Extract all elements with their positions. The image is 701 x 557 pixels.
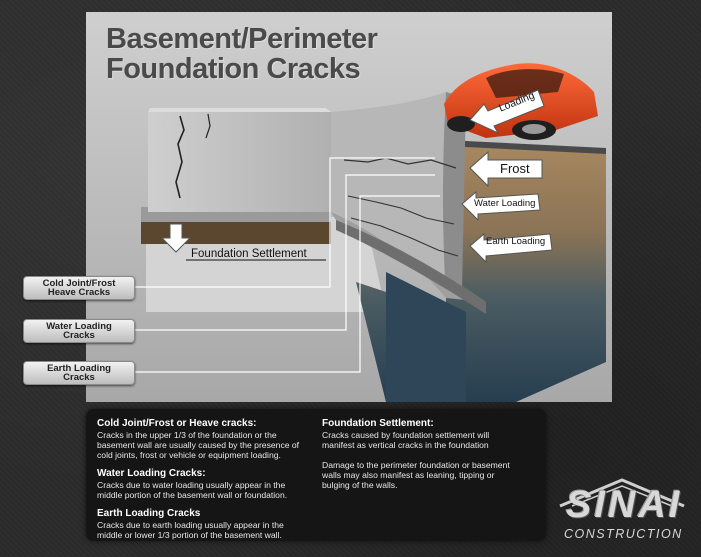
settlement-crack-2 (205, 113, 211, 139)
earth-loading-arrow (469, 232, 553, 264)
earth-loading-label: Earth Loading (486, 236, 546, 247)
earth-loading-line-1: Earth Loading (47, 362, 111, 374)
foundation-settlement-label: Foundation Settlement (191, 248, 307, 260)
settlement-heading: Foundation Settlement: (322, 418, 434, 429)
cold-joint-heading: Cold Joint/Frost or Heave cracks: (97, 418, 257, 429)
water-loading-body: Cracks due to water loading usually appe… (97, 480, 288, 500)
settlement-arrow (160, 223, 192, 253)
frost-label: Frost (500, 161, 530, 176)
cold-joint-line-1: Cold Joint/Frost (42, 277, 116, 289)
company-logo (559, 478, 685, 508)
info-box: Cold Joint/Frost or Heave cracks: Cracks… (86, 409, 546, 541)
water-loading-line-2: Cracks (63, 330, 95, 341)
water-loading-heading: Water Loading Cracks: (97, 468, 206, 479)
earth-loading-line-2: Cracks (63, 372, 95, 383)
page-title: Basement/Perimeter Foundation Cracks (106, 23, 378, 85)
info-right-column: Foundation Settlement: Cracks caused by … (322, 418, 512, 498)
cold-joint-line-2: Heave Cracks (47, 287, 111, 298)
loading-arrow (469, 89, 545, 135)
cold-joint-crack-label[interactable]: Cold Joint/Frost Heave Cracks (23, 276, 135, 300)
cold-joint-body: Cracks in the upper 1/3 of the foundatio… (97, 430, 300, 460)
title-line-2: Foundation Cracks (106, 53, 361, 85)
ground-surface (446, 140, 606, 154)
settlement-body: Cracks caused by foundation settlement w… (322, 430, 490, 450)
water-loading-arrow (461, 190, 541, 222)
earth-loading-body: Cracks due to earth loading usually appe… (97, 520, 284, 540)
left-wall-top (148, 108, 331, 112)
logo-roof-icon (559, 478, 685, 508)
logo-name: SINAI (566, 484, 683, 526)
info-left-column: Cold Joint/Frost or Heave cracks: Cracks… (97, 418, 309, 548)
earth-loading-crack-label[interactable]: Earth Loading Cracks (23, 361, 135, 385)
water-loading-line-1: Water Loading (46, 320, 112, 332)
title-line-1: Basement/Perimeter (106, 23, 378, 55)
water-loading-label: Water Loading (474, 198, 536, 209)
main-wall-edge (443, 92, 466, 298)
earth-loading-heading: Earth Loading Cracks (97, 508, 201, 519)
logo-subtitle: CONSTRUCTION (564, 527, 683, 541)
water-loading-crack-label[interactable]: Water Loading Cracks (23, 319, 135, 343)
settlement-body-2: Damage to the perimeter foundation or ba… (322, 460, 510, 490)
frost-arrow (469, 150, 543, 188)
